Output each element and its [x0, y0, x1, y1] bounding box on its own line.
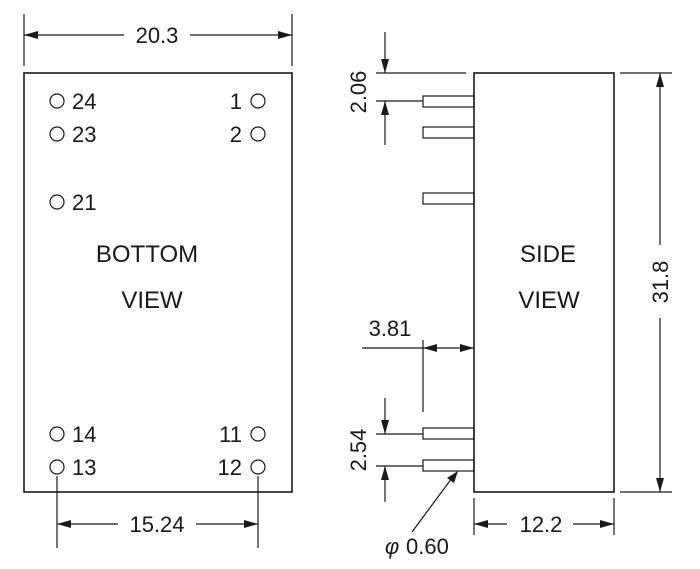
side-view-label-line1: SIDE: [520, 241, 576, 268]
bottom-view-label-line2: VIEW: [121, 287, 183, 314]
pitch-dimension: 2.54: [346, 398, 423, 502]
pin-24-label: 24: [72, 89, 96, 114]
pin-14-label: 14: [72, 422, 96, 447]
pin-21-label: 21: [72, 190, 96, 215]
pin-12-marker: [250, 459, 266, 475]
side-pin-5: [422, 459, 475, 472]
side-view-outline: [473, 72, 615, 493]
pin-11-label: 11: [219, 422, 242, 447]
top-offset-dimension: 2.06: [346, 32, 466, 145]
width-dimension: 20.3: [23, 14, 293, 66]
pin-21-marker: [49, 194, 65, 210]
pin-23-marker: [49, 126, 65, 142]
side-pin-1: [422, 95, 475, 108]
pitch-dimension-value: 2.54: [346, 429, 371, 472]
top-offset-dimension-value: 2.06: [346, 71, 371, 114]
side-pin-3: [422, 192, 475, 205]
pin-24-marker: [49, 93, 65, 109]
pin-13-marker: [49, 459, 65, 475]
side-view-label-line2: VIEW: [518, 287, 580, 314]
side-pin-2: [422, 126, 475, 139]
pin-12-label: 12: [218, 455, 242, 480]
pin-11-marker: [250, 426, 266, 442]
pin-14-marker: [49, 426, 65, 442]
pin-diameter-callout: φ 0.60: [385, 471, 458, 559]
bottom-view-label-line1: BOTTOM: [96, 241, 198, 268]
side-view: SIDE VIEW 31.8 12.2: [346, 32, 673, 559]
pin-2-label: 2: [230, 122, 242, 147]
pin-2-marker: [250, 126, 266, 142]
pin-spacing-dimension: 15.24: [56, 476, 259, 548]
pin-spacing-dimension-value: 15.24: [129, 512, 184, 537]
pin-diameter-value: 0.60: [406, 534, 449, 559]
depth-dimension: 12.2: [473, 498, 615, 537]
pin-diameter-symbol: φ: [385, 534, 399, 559]
depth-dimension-value: 12.2: [520, 512, 563, 537]
bottom-view: BOTTOM VIEW 24 23 21 14 13 1 2 11 12: [23, 14, 293, 548]
width-dimension-value: 20.3: [136, 23, 179, 48]
pin-1-marker: [250, 93, 266, 109]
bottom-view-outline: [23, 72, 293, 493]
height-dimension: 31.8: [620, 72, 673, 493]
pin-1-label: 1: [230, 89, 242, 114]
pin-13-label: 13: [72, 455, 96, 480]
pin-23-label: 23: [72, 122, 96, 147]
pin-length-dimension-value: 3.81: [369, 316, 412, 341]
side-pin-4: [422, 427, 475, 440]
height-dimension-value: 31.8: [648, 261, 673, 304]
pin-length-dimension: 3.81: [362, 316, 474, 412]
